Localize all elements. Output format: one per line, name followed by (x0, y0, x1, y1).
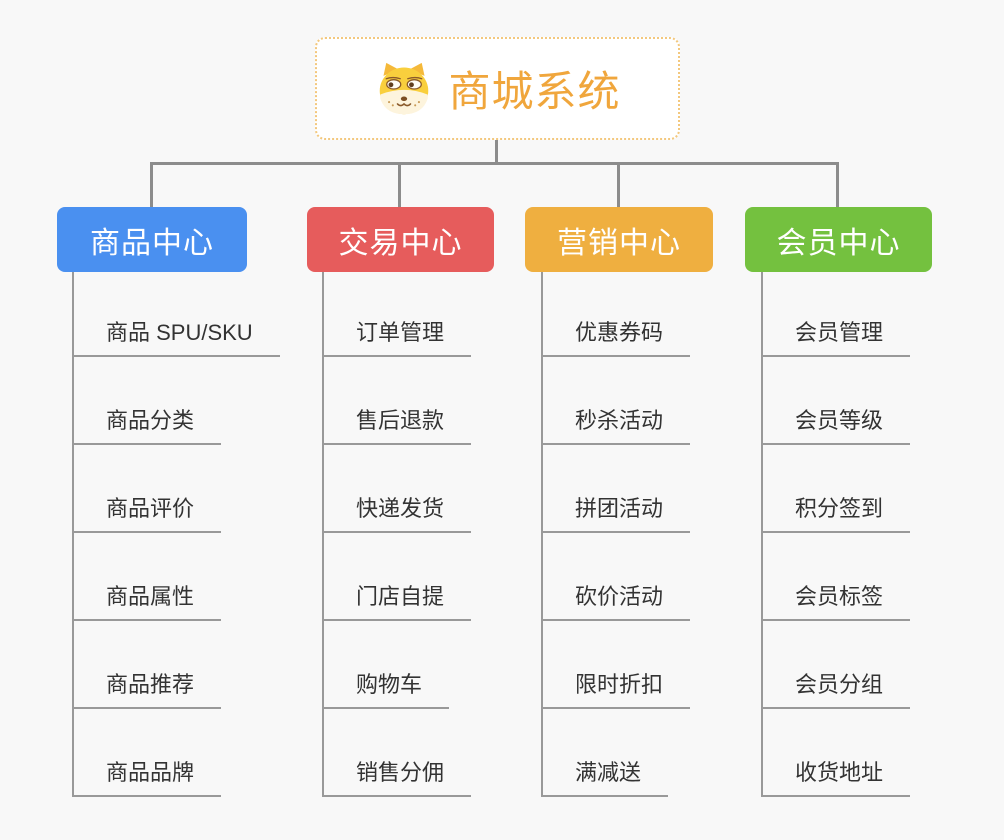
child-node[interactable]: 收货地址 (763, 709, 911, 797)
child-node[interactable]: 砍价活动 (543, 533, 691, 621)
branch-node-trade-center[interactable]: 交易中心 (307, 207, 494, 272)
branch-node-member-center[interactable]: 会员中心 (745, 207, 932, 272)
branch-label: 会员中心 (776, 226, 901, 260)
child-node[interactable]: 满减送 (543, 709, 669, 797)
child-node[interactable]: 积分签到 (763, 445, 911, 533)
child-node[interactable]: 商品分类 (74, 357, 222, 445)
children-column-marketing: 优惠券码 秒杀活动 拼团活动 砍价活动 限时折扣 满减送 (541, 272, 691, 797)
child-node[interactable]: 会员标签 (763, 533, 911, 621)
branch-node-marketing-center[interactable]: 营销中心 (525, 207, 713, 272)
connector-drop-member (836, 162, 839, 208)
child-node[interactable]: 秒杀活动 (543, 357, 691, 445)
child-node[interactable]: 快递发货 (324, 445, 472, 533)
branch-label: 交易中心 (338, 226, 463, 260)
child-node[interactable]: 限时折扣 (543, 621, 691, 709)
connector-bus (151, 162, 839, 165)
child-node[interactable]: 会员分组 (763, 621, 911, 709)
child-node[interactable]: 门店自提 (324, 533, 472, 621)
child-node[interactable]: 拼团活动 (543, 445, 691, 533)
branch-label: 营销中心 (557, 226, 681, 260)
connector-root-stub (495, 140, 498, 163)
children-column-member: 会员管理 会员等级 积分签到 会员标签 会员分组 收货地址 (761, 272, 911, 797)
child-node[interactable]: 商品属性 (74, 533, 222, 621)
root-title: 商城系统 (448, 68, 621, 115)
connector-drop-marketing (617, 162, 620, 208)
child-node[interactable]: 商品 SPU/SKU (74, 272, 280, 357)
child-node[interactable]: 商品推荐 (74, 621, 222, 709)
child-node[interactable]: 商品品牌 (74, 709, 222, 797)
child-node[interactable]: 订单管理 (324, 272, 472, 357)
doge-face-icon (380, 62, 429, 114)
children-column-trade: 订单管理 售后退款 快递发货 门店自提 购物车 销售分佣 (322, 272, 472, 797)
connector-drop-product (150, 162, 153, 208)
branch-label: 商品中心 (90, 226, 214, 260)
children-column-product: 商品 SPU/SKU 商品分类 商品评价 商品属性 商品推荐 商品品牌 (72, 272, 280, 797)
child-node[interactable]: 商品评价 (74, 445, 222, 533)
child-node[interactable]: 销售分佣 (324, 709, 472, 797)
branch-node-product-center[interactable]: 商品中心 (57, 207, 247, 272)
child-node[interactable]: 购物车 (324, 621, 450, 709)
root-node-mall-system[interactable]: 商城系统 (315, 37, 680, 140)
child-node[interactable]: 会员等级 (763, 357, 911, 445)
child-node[interactable]: 会员管理 (763, 272, 911, 357)
child-node[interactable]: 优惠券码 (543, 272, 691, 357)
child-node[interactable]: 售后退款 (324, 357, 472, 445)
connector-drop-trade (398, 162, 401, 208)
